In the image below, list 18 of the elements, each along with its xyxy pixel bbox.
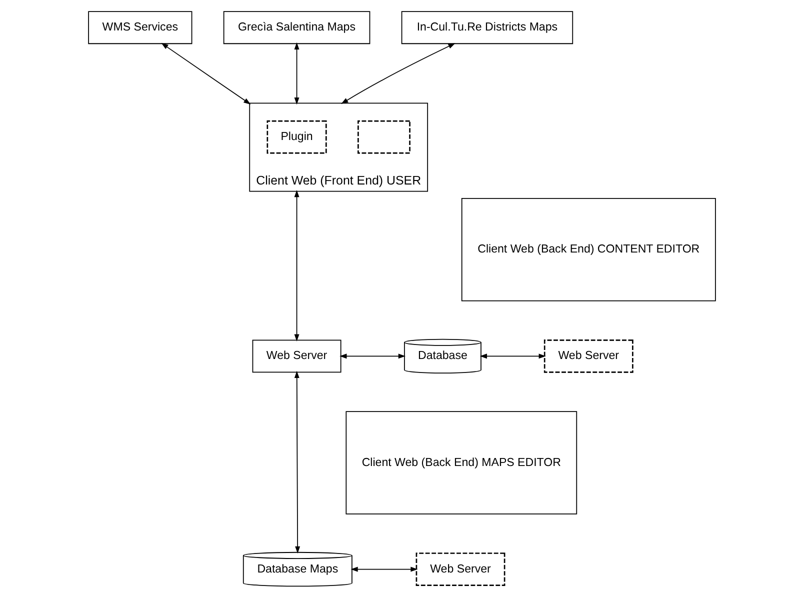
node-box: Client Web (Back End) MAPS EDITOR bbox=[345, 411, 577, 514]
node-box: In-Cul.Tu.Re Districts Maps bbox=[400, 11, 573, 44]
node-box bbox=[357, 120, 410, 154]
arrow bbox=[294, 190, 299, 342]
arrow bbox=[294, 42, 299, 105]
arrow bbox=[479, 354, 546, 359]
node-box: WMS Services bbox=[88, 11, 192, 44]
arrow bbox=[160, 42, 250, 104]
node-box: Plugin bbox=[266, 120, 326, 154]
node-box: Client Web (Back End) CONTENT EDITOR bbox=[460, 198, 716, 302]
node-box: Web Server bbox=[543, 339, 633, 373]
node-box: Web Server bbox=[415, 552, 505, 586]
arrow bbox=[339, 354, 405, 359]
arrow bbox=[350, 566, 418, 572]
arrow bbox=[340, 43, 455, 104]
node-box: Grecìa Salentina Maps bbox=[222, 11, 370, 44]
node-box: Web Server bbox=[252, 340, 341, 373]
arrow bbox=[294, 370, 300, 554]
